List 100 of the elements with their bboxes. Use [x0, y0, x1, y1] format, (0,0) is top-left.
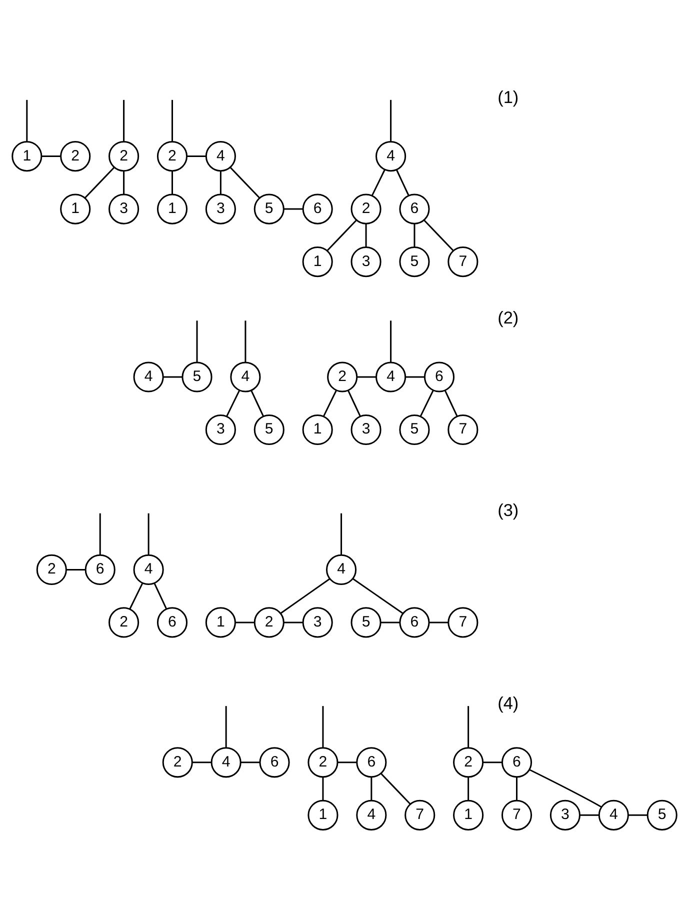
connector	[250, 390, 264, 416]
connector	[284, 208, 303, 210]
connector	[42, 155, 61, 157]
node-circle: 5	[350, 606, 382, 638]
connector	[187, 155, 206, 157]
connector	[516, 776, 518, 800]
label: (3)	[498, 500, 519, 520]
node-circle: 3	[302, 606, 333, 638]
connector	[340, 512, 342, 555]
node-circle: 6	[399, 193, 430, 224]
connector	[468, 706, 470, 748]
connector	[396, 169, 410, 196]
node-circle: 7	[448, 414, 478, 445]
node-circle: 6	[84, 554, 116, 584]
connector	[230, 166, 260, 198]
connector	[357, 376, 376, 378]
node-circle: 2	[108, 606, 140, 638]
connector	[424, 219, 454, 250]
connector	[192, 761, 212, 763]
connector	[468, 776, 470, 800]
node-circle: 2	[453, 746, 484, 778]
connector	[280, 578, 330, 614]
node-circle: 4	[356, 799, 387, 830]
node-circle: 1	[205, 606, 236, 638]
connector	[26, 99, 28, 142]
connector	[240, 761, 260, 763]
node-circle: 4	[598, 799, 629, 830]
connector	[352, 578, 404, 614]
connector	[172, 99, 173, 142]
node-circle: 7	[404, 799, 436, 830]
label: (2)	[498, 306, 519, 327]
node-circle: 1	[302, 246, 333, 277]
connector	[326, 219, 357, 250]
connector	[390, 320, 392, 362]
node-circle: 5	[254, 414, 284, 445]
connector	[66, 568, 86, 570]
connector	[129, 582, 144, 609]
node-circle: 3	[550, 799, 580, 830]
node-circle: 4	[210, 746, 242, 778]
node-circle: 6	[156, 606, 188, 638]
connector	[529, 768, 602, 807]
node-circle: 3	[205, 414, 236, 445]
node-circle: 2	[108, 140, 140, 172]
node-circle: 2	[60, 140, 91, 172]
node-circle: 1	[308, 799, 338, 830]
node-circle: 3	[205, 193, 236, 224]
connector	[99, 512, 101, 555]
node-circle: 2	[156, 140, 188, 172]
connector	[284, 621, 303, 623]
connector	[406, 376, 424, 378]
connector	[196, 320, 198, 362]
node-circle: 6	[356, 746, 387, 778]
node-circle: 5	[254, 193, 284, 224]
connector	[235, 621, 254, 623]
node-circle: 4	[326, 554, 357, 584]
node-circle: 2	[162, 746, 193, 778]
node-circle: 6	[302, 193, 333, 224]
node-circle: 4	[133, 361, 164, 392]
node-circle: 5	[646, 799, 678, 830]
node-circle: 1	[302, 414, 333, 445]
connector	[348, 390, 361, 416]
node-circle: 5	[182, 361, 212, 392]
node-circle: 2	[36, 554, 67, 584]
node-circle: 4	[133, 554, 164, 584]
node-circle: 2	[254, 606, 284, 638]
connector	[414, 223, 416, 247]
connector	[371, 168, 386, 196]
label: (1)	[498, 86, 519, 106]
connector	[444, 390, 458, 416]
connector	[420, 389, 434, 416]
connector	[628, 814, 648, 816]
connector	[226, 389, 240, 416]
connector	[338, 761, 357, 763]
node-circle: 6	[424, 361, 455, 392]
node-circle: 2	[350, 193, 382, 224]
node-circle: 7	[501, 799, 532, 830]
connector	[172, 170, 173, 194]
node-circle: 1	[12, 140, 42, 172]
label: (4)	[498, 692, 519, 712]
node-circle: 7	[448, 606, 478, 638]
node-circle: 7	[448, 246, 478, 277]
connector	[123, 99, 125, 142]
node-circle: 4	[230, 361, 261, 392]
node-circle: 2	[327, 361, 358, 392]
node-circle: 1	[60, 193, 91, 224]
connector	[380, 621, 400, 623]
node-circle: 4	[205, 140, 236, 172]
node-circle: 3	[350, 246, 382, 277]
connector	[154, 582, 168, 609]
node-circle: 4	[376, 361, 406, 392]
connector	[483, 761, 502, 763]
node-circle: 3	[350, 414, 382, 445]
node-circle: 5	[399, 414, 430, 445]
connector	[163, 376, 182, 378]
connector	[323, 389, 338, 416]
node-circle: 2	[308, 746, 338, 778]
node-circle: 6	[399, 606, 430, 638]
connector	[380, 772, 411, 804]
node-circle: 4	[376, 140, 406, 172]
node-circle: 3	[108, 193, 140, 224]
